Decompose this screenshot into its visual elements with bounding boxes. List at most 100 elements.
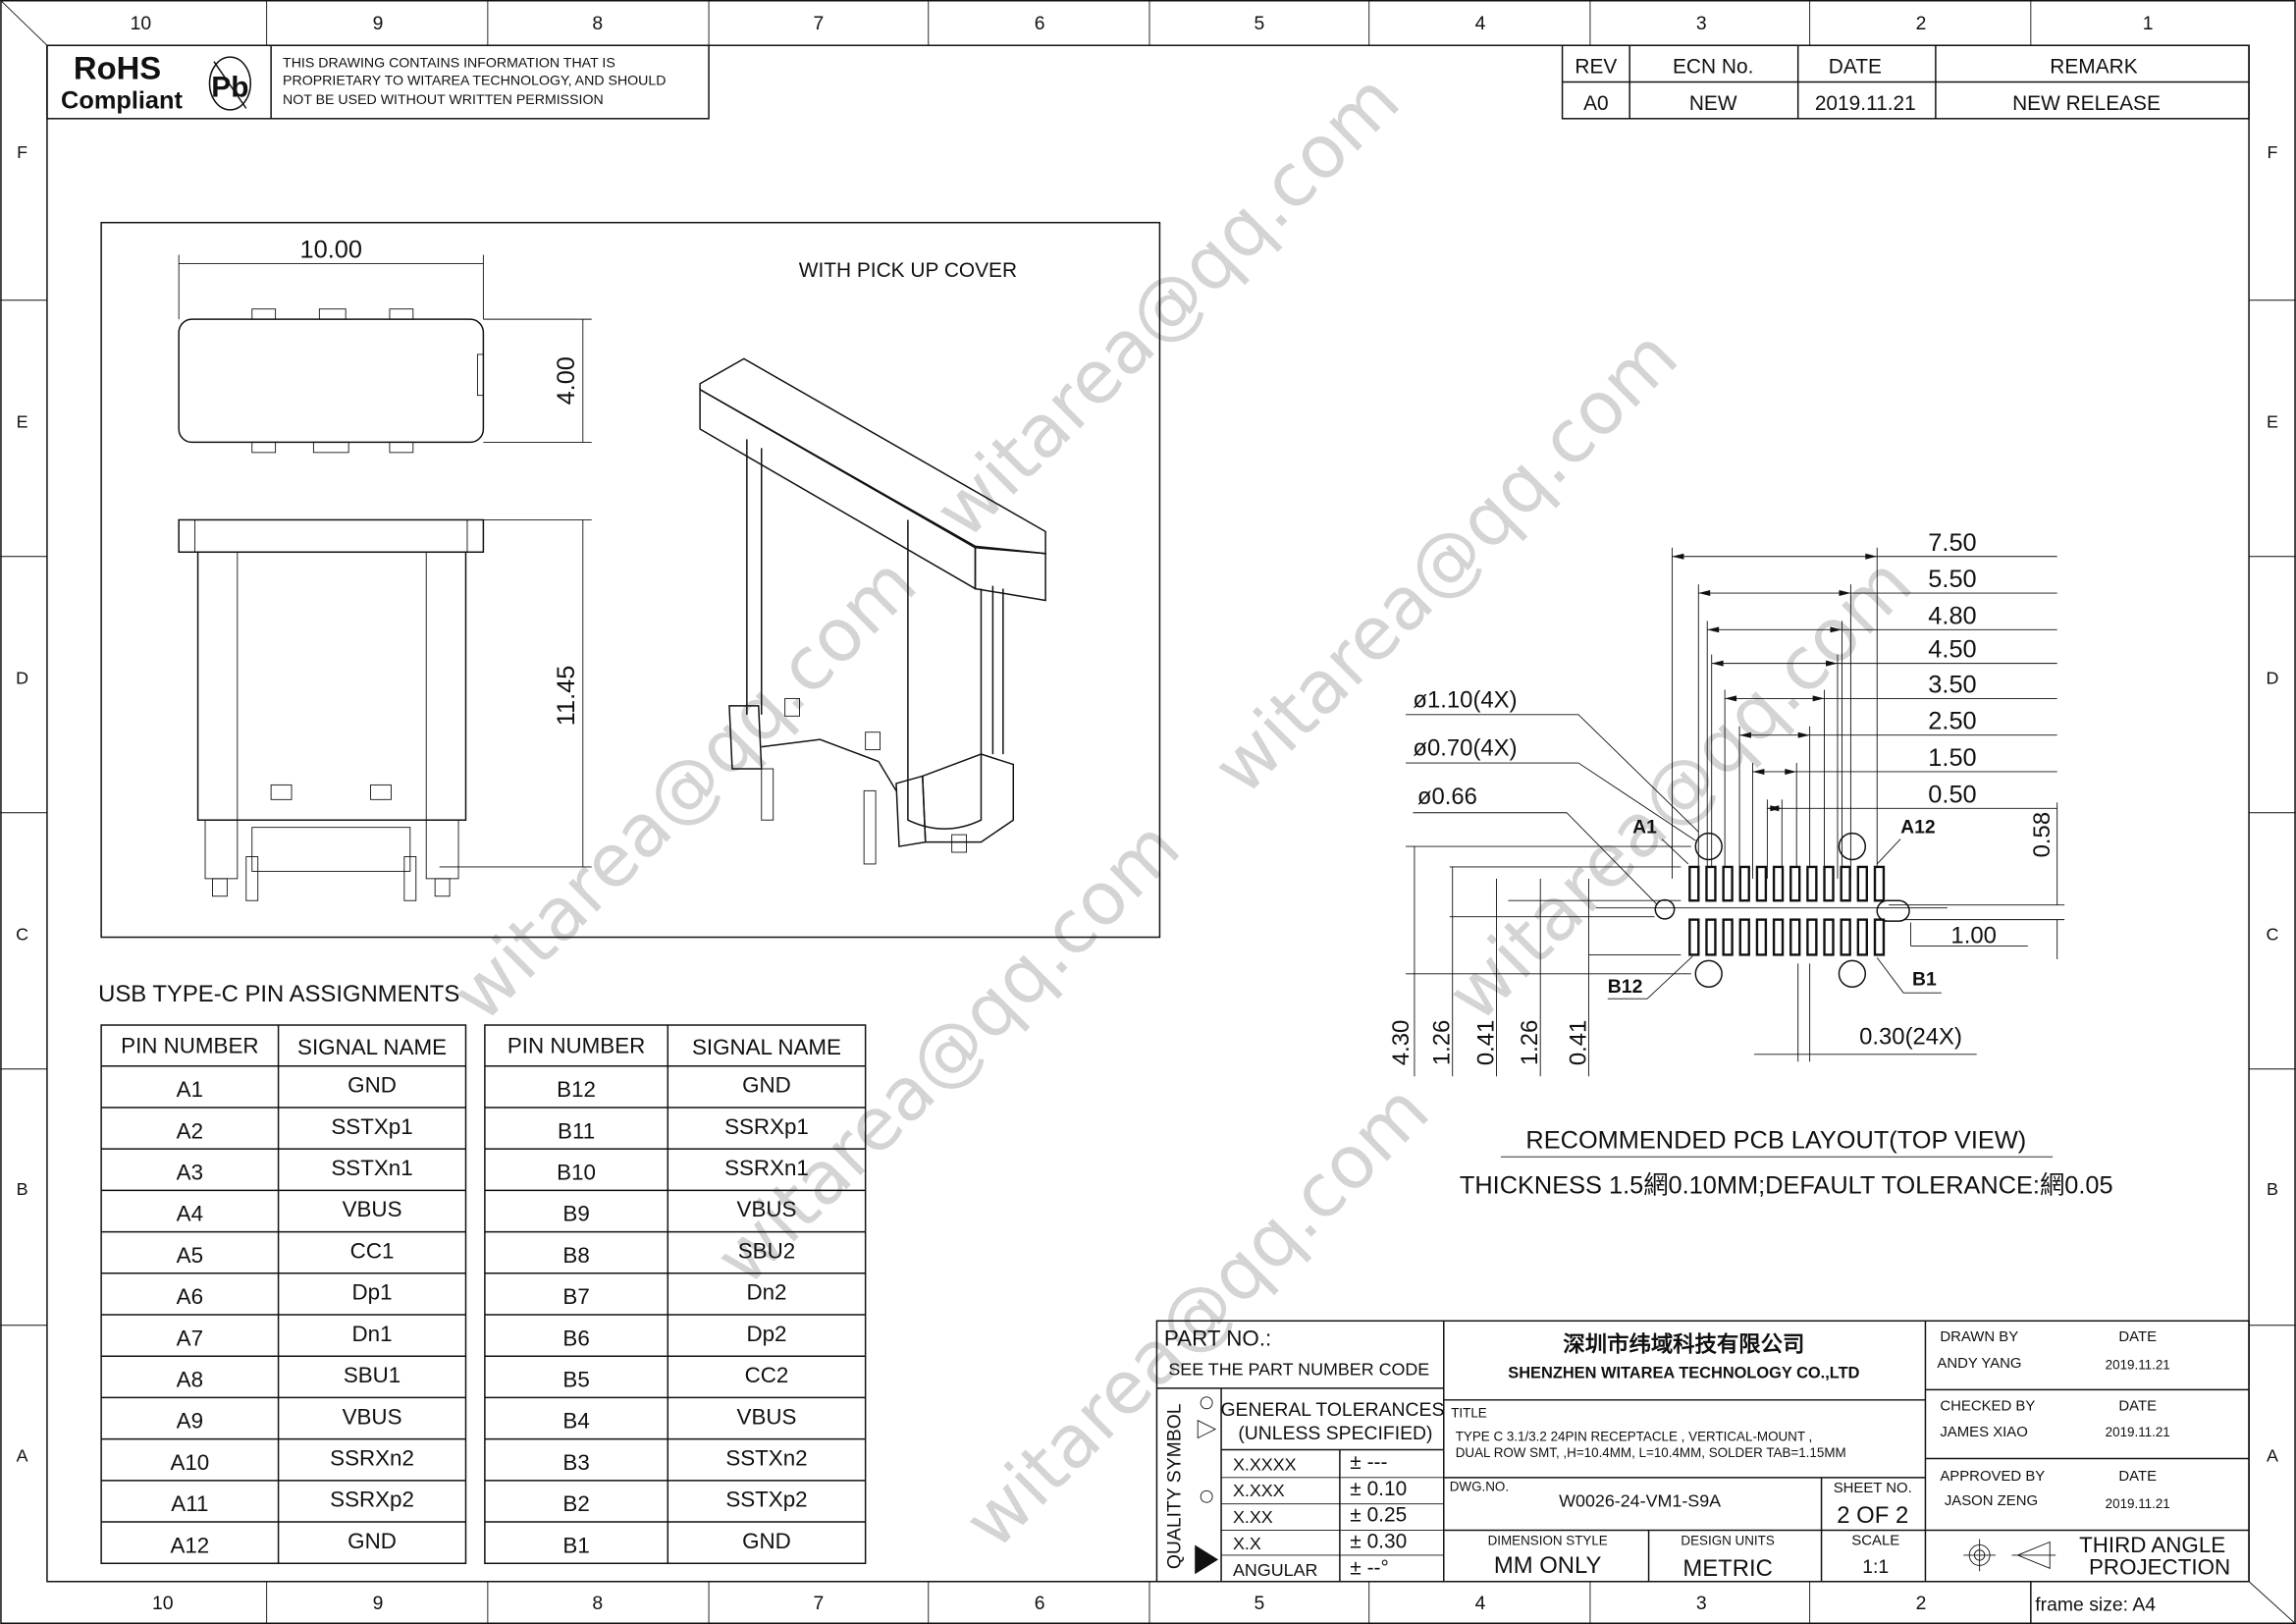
- tolerance-row: X.XX± 0.25: [1233, 1504, 1407, 1527]
- projection-label: PROJECTION: [2089, 1554, 2230, 1579]
- zone-row-label: D: [2266, 668, 2278, 687]
- pin-label-b1: B1: [1912, 969, 1937, 991]
- zone-column-label: 1: [2143, 13, 2154, 34]
- zone-row-label: C: [16, 925, 28, 945]
- left-dimensions: 4.30 1.26 0.41 1.26 0.41: [1388, 845, 1691, 1077]
- revision-table: REV ECN No. DATE REMARK A0 NEW 2019.11.2…: [1561, 44, 2250, 120]
- remark-value: NEW RELEASE: [2012, 92, 2161, 115]
- signal-name: Dp1: [352, 1280, 393, 1305]
- signal-name: CC1: [350, 1238, 395, 1263]
- tolerance-value: ± ---: [1350, 1451, 1387, 1474]
- zone-row-label: F: [2267, 142, 2277, 162]
- smt-pad: [1806, 918, 1818, 956]
- approved-date-label: DATE: [2118, 1469, 2157, 1485]
- smt-pad: [1856, 918, 1868, 956]
- zone-row-label: B: [17, 1179, 28, 1199]
- pcb-layout-title: RECOMMENDED PCB LAYOUT(TOP VIEW): [1525, 1126, 2026, 1154]
- pin-number: B9: [562, 1202, 589, 1226]
- signal-name: SSRXn2: [330, 1445, 414, 1470]
- tolerance-value: ± 0.10: [1350, 1478, 1407, 1500]
- tolerance-precision: X.X: [1233, 1534, 1261, 1553]
- vertical-dimension: 4.30: [1388, 1020, 1415, 1065]
- pin-number: B3: [562, 1450, 589, 1475]
- isometric-view: WITH PICK UP COVER: [699, 259, 1046, 865]
- signal-name: GND: [347, 1529, 397, 1553]
- smt-pad: [1705, 918, 1717, 956]
- tolerance-title: GENERAL TOLERANCES: [1220, 1399, 1444, 1421]
- drawn-by-name: ANDY YANG: [1937, 1356, 2021, 1372]
- mounting-holes: [1595, 832, 1948, 988]
- pin-number: B6: [562, 1326, 589, 1350]
- tolerance-row: ANGULAR± --°: [1233, 1556, 1389, 1579]
- dimension-value: 4.50: [1928, 636, 1976, 664]
- tolerance-precision: ANGULAR: [1233, 1560, 1318, 1580]
- dimension-value: 1.50: [1928, 744, 1976, 772]
- smt-pad: [1823, 865, 1835, 902]
- hole-callout: ø0.66: [1417, 784, 1477, 810]
- pin-number: B10: [557, 1160, 596, 1184]
- smt-pad: [1873, 865, 1886, 902]
- signal-name-header: SIGNAL NAME: [692, 1035, 841, 1059]
- table-row: B10 SSRXn1: [557, 1156, 809, 1184]
- ecn-value: NEW: [1689, 92, 1737, 115]
- dimension-style-value: MM ONLY: [1494, 1552, 1602, 1579]
- pin-number: A9: [177, 1409, 203, 1434]
- company-name-cn: 深圳市纬域科技有限公司: [1563, 1331, 1804, 1357]
- pin-label-a12: A12: [1900, 817, 1936, 839]
- pin-number: B7: [562, 1284, 589, 1309]
- signal-name: SSRXn1: [724, 1156, 809, 1180]
- horizontal-dimension: 2.50: [1738, 708, 2057, 879]
- signal-name: SSTXn1: [331, 1156, 412, 1180]
- top-view: 10.00 4.00: [178, 236, 592, 454]
- sheet-no-label: SHEET NO.: [1834, 1481, 1912, 1496]
- quality-symbol-icon: [1195, 1396, 1219, 1575]
- pin-number: B5: [562, 1368, 589, 1392]
- signal-name-header: SIGNAL NAME: [297, 1035, 447, 1059]
- smt-pad: [1873, 918, 1886, 956]
- smt-pad: [1738, 918, 1750, 956]
- smt-pad: [1755, 918, 1768, 956]
- pin-number: A6: [177, 1284, 203, 1309]
- pin-number: A12: [170, 1533, 209, 1557]
- height-dimension: 11.45: [553, 666, 580, 727]
- checked-date-label: DATE: [2118, 1398, 2157, 1414]
- pin-number: A2: [177, 1118, 203, 1143]
- smt-pad: [1722, 865, 1734, 902]
- smt-pad: [1738, 865, 1750, 902]
- horizontal-dimension: 4.80: [1706, 602, 2057, 879]
- zone-column-label: 7: [814, 13, 825, 34]
- smt-pad: [1840, 918, 1851, 956]
- signal-name: SSRXp1: [724, 1114, 809, 1139]
- pcb-layout-note: THICKNESS 1.5網0.10MM;DEFAULT TOLERANCE:網…: [1460, 1172, 2113, 1200]
- pin-number: A3: [177, 1160, 203, 1184]
- width-dimension: 10.00: [300, 236, 362, 263]
- sheet-no-value: 2 OF 2: [1837, 1502, 1908, 1529]
- horizontal-dimension: 3.50: [1724, 671, 2057, 879]
- rohs-notice-box: RoHS Compliant Pb THIS DRAWING CONTAINS …: [46, 44, 710, 120]
- horizontal-dimension: 5.50: [1697, 566, 2057, 879]
- zone-column-label: 3: [1696, 13, 1707, 34]
- notice-line: PROPRIETARY TO WITAREA TECHNOLOGY, AND S…: [283, 74, 666, 89]
- right-dimensions: 0.58 1.00 0.30(24X): [1753, 802, 2065, 1062]
- zone-row-label: D: [16, 668, 28, 687]
- depth-dimension: 4.00: [553, 356, 580, 405]
- date-header: DATE: [1829, 56, 1882, 79]
- horizontal-dimension: 4.50: [1711, 636, 2057, 879]
- remark-header: REMARK: [2050, 56, 2137, 79]
- smt-pad: [1823, 918, 1835, 956]
- pin-number: B4: [562, 1409, 589, 1434]
- pin-number: B11: [558, 1118, 595, 1143]
- checked-by-name: JAMES XIAO: [1940, 1425, 2027, 1440]
- tolerance-value: ± 0.30: [1350, 1530, 1407, 1552]
- zone-column-label: 6: [1035, 1593, 1045, 1614]
- smt-pad: [1688, 918, 1700, 956]
- company-name-en: SHENZHEN WITAREA TECHNOLOGY CO.,LTD: [1508, 1364, 1859, 1381]
